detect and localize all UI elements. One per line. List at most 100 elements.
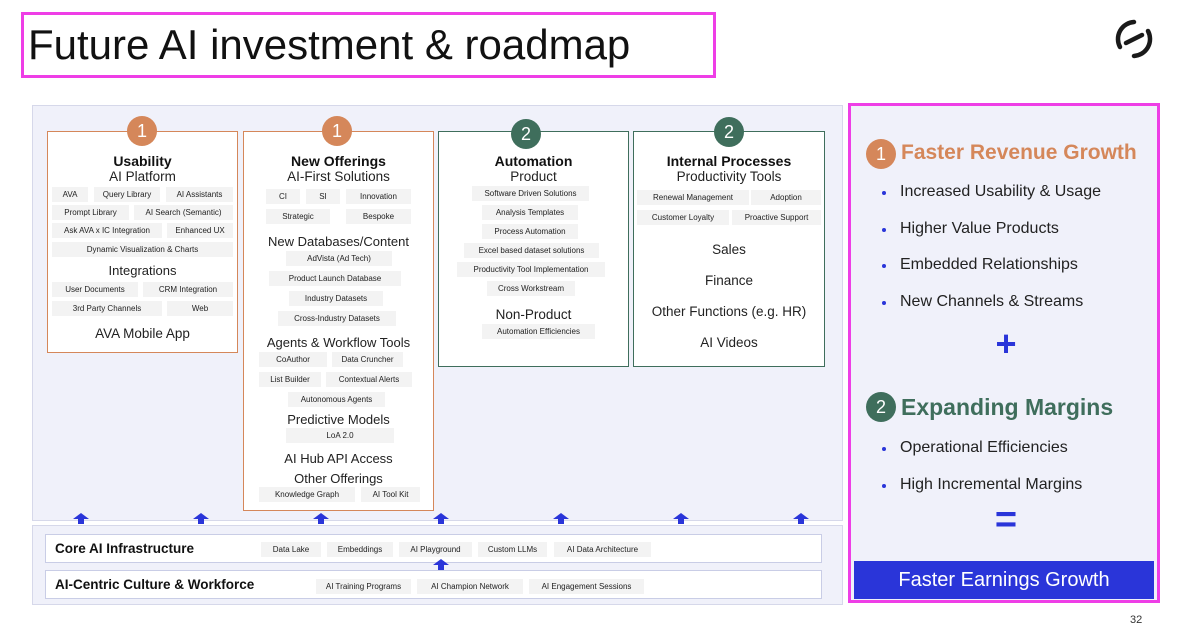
page-number: 32 <box>1130 614 1143 626</box>
chip: Analysis Templates <box>482 205 578 220</box>
up-arrow-icon <box>793 513 809 524</box>
expanding-margins-heading: Expanding Margins <box>901 394 1114 420</box>
chip: CoAuthor <box>259 352 327 367</box>
usability-column: Usability AI Platform AVA Query Library … <box>47 131 238 353</box>
earnings-growth-result: Faster Earnings Growth <box>854 561 1154 599</box>
chip: AI Playground <box>399 542 472 557</box>
process-item: AI Videos <box>700 335 758 350</box>
culture-workforce-row: AI-Centric Culture & Workforce AI Traini… <box>45 570 822 599</box>
up-arrow-icon <box>193 513 209 524</box>
chip: Data Lake <box>261 542 321 557</box>
chip: AI Training Programs <box>316 579 411 594</box>
up-arrow-icon <box>313 513 329 524</box>
bullet-dot <box>882 191 886 195</box>
bullet-item: Embedded Relationships <box>900 256 1078 273</box>
chip: CRM Integration <box>143 282 233 297</box>
bullet-item: High Incremental Margins <box>900 476 1083 493</box>
chip: Prompt Library <box>52 205 129 220</box>
process-item: Finance <box>704 273 754 288</box>
outcomes-panel: 1 Faster Revenue Growth Increased Usabil… <box>848 103 1160 603</box>
column-header: Internal Processes <box>666 153 792 169</box>
plus-sign: + <box>995 323 1017 364</box>
chip: 3rd Party Channels <box>52 301 162 316</box>
section-label: Predictive Models <box>287 412 390 427</box>
row-label: Core AI Infrastructure <box>55 541 195 556</box>
column-subtitle: Productivity Tools <box>676 169 782 184</box>
up-arrow-icon <box>433 513 449 524</box>
revenue-growth-heading: Faster Revenue Growth <box>901 141 1137 164</box>
chip: Renewal Management <box>637 190 749 205</box>
priority-badge: 2 <box>714 117 744 147</box>
chip: AI Search (Semantic) <box>134 205 233 220</box>
column-footer: AVA Mobile App <box>95 326 190 341</box>
section-label: AI Hub API Access <box>284 451 393 466</box>
chip: Autonomous Agents <box>288 392 385 407</box>
chip: Contextual Alerts <box>326 372 412 387</box>
chip: User Documents <box>52 282 138 297</box>
chip: AI Assistants <box>166 187 233 202</box>
chip: Cross Workstream <box>487 281 575 296</box>
chip: CI <box>266 189 300 204</box>
chip: Enhanced UX <box>167 223 233 238</box>
priority-badge: 1 <box>322 116 352 146</box>
priority-badge: 2 <box>511 119 541 149</box>
page-title: Future AI investment & roadmap <box>28 21 631 68</box>
chip: Product Launch Database <box>269 271 401 286</box>
chip: AdVista (Ad Tech) <box>286 251 392 266</box>
chip: Industry Datasets <box>289 291 383 306</box>
chip: Query Library <box>94 187 160 202</box>
chip: Customer Loyalty <box>637 210 729 225</box>
chip: Data Cruncher <box>332 352 403 367</box>
title-frame <box>21 12 716 78</box>
column-header: Automation <box>494 153 573 169</box>
bullet-dot <box>882 484 886 488</box>
core-infrastructure-row: Core AI Infrastructure Data Lake Embeddi… <box>45 534 822 563</box>
chip: Knowledge Graph <box>259 487 355 502</box>
row-label: AI-Centric Culture & Workforce <box>55 577 255 592</box>
section-label: Non-Product <box>495 307 572 322</box>
section-label: New Databases/Content <box>268 234 409 249</box>
chip: Software Driven Solutions <box>472 186 589 201</box>
process-item: Other Functions (e.g. HR) <box>651 304 807 319</box>
chip: Proactive Support <box>732 210 821 225</box>
up-arrow-icon <box>433 559 449 570</box>
section-label: Integrations <box>108 263 177 278</box>
internal-processes-column: Internal Processes Productivity Tools Re… <box>633 131 825 367</box>
bullet-item: New Channels & Streams <box>900 293 1084 310</box>
up-arrow-icon <box>73 513 89 524</box>
column-header: New Offerings <box>291 153 386 169</box>
priority-badge: 1 <box>866 139 896 169</box>
column-subtitle: Product <box>510 169 557 184</box>
roadmap-panel: Usability AI Platform AVA Query Library … <box>32 105 843 524</box>
chip: AVA <box>52 187 88 202</box>
equals-sign: = <box>994 499 1018 541</box>
bullet-item: Operational Efficiencies <box>900 439 1068 456</box>
foundation-panel: Core AI Infrastructure Data Lake Embeddi… <box>32 525 843 605</box>
new-offerings-column: New Offerings AI-First Solutions CI SI I… <box>243 131 434 511</box>
chip: Innovation <box>346 189 411 204</box>
section-label: Agents & Workflow Tools <box>266 335 411 350</box>
column-subtitle: AI-First Solutions <box>287 169 390 184</box>
up-arrow-icon <box>553 513 569 524</box>
bullet-dot <box>882 264 886 268</box>
chip: Embeddings <box>327 542 393 557</box>
process-item: Sales <box>712 242 746 257</box>
bullet-dot <box>882 228 886 232</box>
circle-slash-logo-icon <box>1115 19 1153 59</box>
bullet-dot <box>882 301 886 305</box>
chip: Custom LLMs <box>478 542 547 557</box>
bullet-item: Increased Usability & Usage <box>900 183 1101 200</box>
chip: Adoption <box>751 190 821 205</box>
chip: Excel based dataset solutions <box>464 243 599 258</box>
chip: AI Engagement Sessions <box>529 579 644 594</box>
chip: List Builder <box>259 372 321 387</box>
chip: Cross-Industry Datasets <box>278 311 396 326</box>
chip: LoA 2.0 <box>286 428 394 443</box>
chip: AI Champion Network <box>417 579 523 594</box>
priority-badge: 1 <box>127 116 157 146</box>
chip: Process Automation <box>482 224 578 239</box>
column-subtitle: AI Platform <box>109 169 176 184</box>
up-arrow-icon <box>673 513 689 524</box>
column-header: Usability <box>113 153 172 169</box>
bullet-dot <box>882 447 886 451</box>
